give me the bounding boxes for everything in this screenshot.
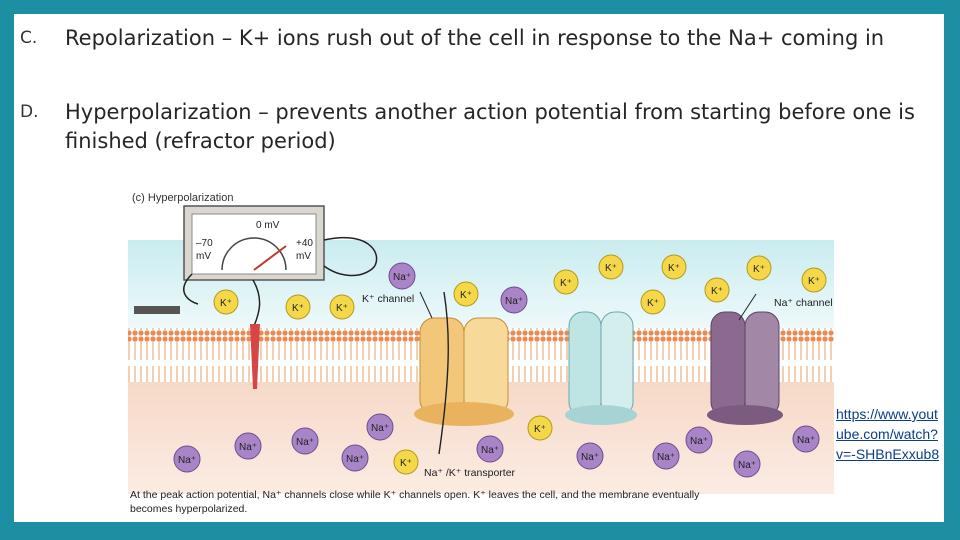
ions-intracellular: Na⁺ Na⁺ Na⁺ Na⁺ Na⁺ K⁺ Na⁺ K⁺ Na⁺ Na⁺ Na… bbox=[173, 413, 820, 478]
na-ion: Na⁺ bbox=[388, 262, 416, 290]
bullet-text: Repolarization – K+ ions rush out of the… bbox=[65, 26, 885, 50]
svg-text:K⁺: K⁺ bbox=[460, 290, 472, 301]
bullet-marker: D. bbox=[20, 102, 39, 122]
svg-text:Na⁺: Na⁺ bbox=[581, 452, 599, 463]
svg-text:K⁺: K⁺ bbox=[400, 458, 412, 469]
na-ion: Na⁺ bbox=[366, 413, 394, 441]
svg-text:K⁺: K⁺ bbox=[220, 298, 232, 309]
svg-text:K⁺: K⁺ bbox=[647, 298, 659, 309]
svg-text:Na⁺: Na⁺ bbox=[690, 436, 708, 447]
meter-left: –70 bbox=[196, 238, 213, 249]
k-ion: K⁺ bbox=[527, 415, 553, 441]
meter-zero: 0 mV bbox=[256, 220, 280, 231]
svg-text:K⁺: K⁺ bbox=[711, 286, 723, 297]
na-ion: Na⁺ bbox=[341, 444, 369, 472]
k-ion: K⁺ bbox=[553, 269, 579, 295]
meter-right-unit: mV bbox=[296, 251, 311, 262]
voltmeter-dial bbox=[221, 237, 287, 271]
figure-title: (c) Hyperpolarization bbox=[132, 192, 233, 204]
figure-caption-line2: becomes hyperpolarized. bbox=[130, 503, 247, 515]
voltmeter-needle bbox=[253, 245, 287, 271]
electrode-wire-left bbox=[183, 273, 199, 305]
svg-text:K⁺: K⁺ bbox=[336, 303, 348, 314]
na-ion: Na⁺ bbox=[476, 435, 504, 463]
label-na-channel: Na⁺ channel bbox=[774, 297, 833, 309]
svg-text:K⁺: K⁺ bbox=[808, 276, 820, 287]
svg-text:Na⁺: Na⁺ bbox=[239, 442, 257, 453]
meter-right: +40 bbox=[296, 238, 313, 249]
content-panel: C. Repolarization – K+ ions rush out of … bbox=[14, 14, 944, 522]
svg-text:Na⁺: Na⁺ bbox=[371, 423, 389, 434]
recording-electrode bbox=[250, 324, 260, 389]
label-k-channel: K⁺ channel bbox=[362, 293, 414, 305]
svg-text:Na⁺: Na⁺ bbox=[481, 445, 499, 456]
svg-text:K⁺: K⁺ bbox=[534, 424, 546, 435]
na-ion: Na⁺ bbox=[291, 427, 319, 455]
svg-text:Na⁺: Na⁺ bbox=[178, 455, 196, 466]
voltmeter: 0 mV –70 mV +40 mV bbox=[183, 205, 325, 281]
meter-left-unit: mV bbox=[196, 251, 211, 262]
svg-text:Na⁺: Na⁺ bbox=[738, 460, 756, 471]
label-transporter: Na⁺ /K⁺ transporter bbox=[424, 467, 516, 479]
svg-text:Na⁺: Na⁺ bbox=[393, 272, 411, 283]
figure-caption-line1: At the peak action potential, Na⁺ channe… bbox=[130, 489, 700, 501]
hyperpolarization-figure: (c) Hyperpolarization 0 mV –70 mV +40 mV bbox=[128, 192, 834, 515]
youtube-link[interactable]: https://www.youtube.com/watch?v=-SHBnExx… bbox=[836, 406, 940, 462]
probe-wire bbox=[252, 279, 261, 327]
na-ion: Na⁺ bbox=[576, 442, 604, 470]
transport-arrow bbox=[438, 291, 449, 455]
na-ion: Na⁺ bbox=[685, 426, 713, 454]
k-ion: K⁺ bbox=[213, 289, 239, 315]
svg-text:K⁺: K⁺ bbox=[292, 303, 304, 314]
na-ion: Na⁺ bbox=[733, 450, 761, 478]
svg-text:Na⁺: Na⁺ bbox=[346, 454, 364, 465]
electrode-wire-right bbox=[323, 237, 378, 277]
ions-extracellular: Na⁺ K⁺ K⁺ K⁺ K⁺ Na⁺ K⁺ K⁺ K⁺ K⁺ K⁺ K⁺ K⁺ bbox=[213, 254, 827, 320]
k-ion: K⁺ bbox=[453, 281, 479, 307]
svg-text:Na⁺: Na⁺ bbox=[505, 296, 523, 307]
k-ion: K⁺ bbox=[640, 289, 666, 315]
na-ion: Na⁺ bbox=[173, 445, 201, 473]
svg-text:K⁺: K⁺ bbox=[605, 263, 617, 274]
na-ion: Na⁺ bbox=[792, 425, 820, 453]
k-ion: K⁺ bbox=[285, 294, 311, 320]
na-channel-pointer bbox=[738, 293, 757, 321]
na-ion: Na⁺ bbox=[234, 432, 262, 460]
k-ion: K⁺ bbox=[598, 254, 624, 280]
k-channel-pointer bbox=[419, 291, 433, 319]
bullet-marker: C. bbox=[20, 28, 38, 48]
k-ion: K⁺ bbox=[393, 449, 419, 475]
k-ion: K⁺ bbox=[329, 294, 355, 320]
ground-electrode bbox=[134, 306, 180, 314]
na-ion: Na⁺ bbox=[652, 442, 680, 470]
svg-text:K⁺: K⁺ bbox=[753, 264, 765, 275]
k-channel bbox=[565, 311, 637, 425]
na-k-transporter bbox=[414, 317, 514, 426]
k-ion: K⁺ bbox=[801, 267, 827, 293]
svg-text:Na⁺: Na⁺ bbox=[657, 452, 675, 463]
na-ion: Na⁺ bbox=[500, 286, 528, 314]
bullet-text: Hyperpolarization – prevents another act… bbox=[65, 100, 915, 153]
k-ion: K⁺ bbox=[661, 254, 687, 280]
voltmeter-face bbox=[191, 213, 317, 275]
na-channel bbox=[707, 311, 783, 425]
svg-text:K⁺: K⁺ bbox=[668, 263, 680, 274]
svg-text:K⁺: K⁺ bbox=[560, 278, 572, 289]
k-ion: K⁺ bbox=[704, 277, 730, 303]
svg-text:Na⁺: Na⁺ bbox=[797, 435, 815, 446]
k-ion: K⁺ bbox=[746, 255, 772, 281]
svg-text:Na⁺: Na⁺ bbox=[296, 437, 314, 448]
